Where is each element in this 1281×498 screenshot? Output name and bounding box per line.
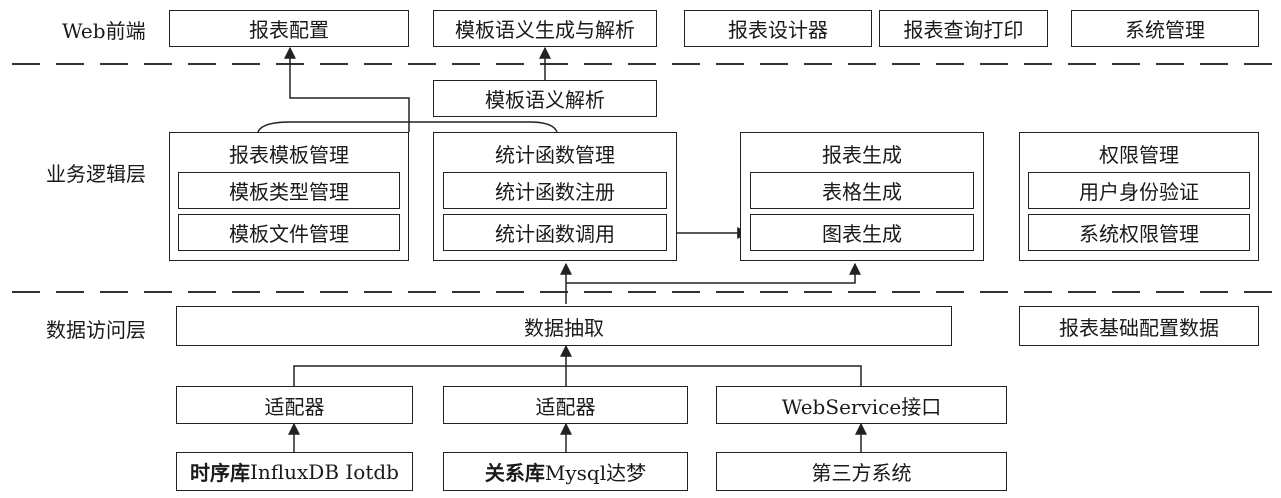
permission-mgmt-title: 权限管理 [1099, 143, 1179, 167]
third-party-system-box: 第三方系统 [716, 452, 1007, 491]
adapter-relational-box: 适配器 [443, 386, 688, 424]
line-adapter1-to-extract [293, 365, 566, 386]
stat-func-call-box: 统计函数调用 [443, 214, 667, 251]
bracket-connector [257, 121, 558, 133]
data-extraction-box: 数据抽取 [176, 306, 952, 346]
table-gen-box: 表格生成 [750, 172, 974, 209]
system-management-box: 系统管理 [1071, 10, 1259, 47]
line-webservice-to-extract [566, 365, 862, 386]
template-mgmt-title: 报表模板管理 [229, 143, 349, 167]
user-auth-box: 用户身份验证 [1028, 172, 1250, 209]
relational-db-names: Mysql达梦 [544, 461, 647, 485]
permission-mgmt-group: 权限管理 用户身份验证 系统权限管理 [1019, 132, 1259, 261]
chart-gen-box: 图表生成 [750, 214, 974, 251]
template-type-mgmt-box: 模板类型管理 [178, 172, 400, 209]
report-query-print-box: 报表查询打印 [879, 10, 1048, 47]
report-gen-group: 报表生成 表格生成 图表生成 [740, 132, 984, 261]
system-permission-box: 系统权限管理 [1028, 214, 1250, 251]
layer-label-logic: 业务逻辑层 [46, 162, 146, 186]
timeseries-db-prefix: 时序库 [190, 461, 251, 485]
stat-func-register-box: 统计函数注册 [443, 172, 667, 209]
relational-db-prefix: 关系库 [484, 461, 545, 485]
arrow-to-report-gen [566, 262, 861, 284]
stat-func-mgmt-group: 统计函数管理 统计函数注册 统计函数调用 [433, 132, 677, 261]
layer-label-data: 数据访问层 [46, 318, 146, 342]
arrow-to-report-config [284, 46, 410, 132]
report-config-box: 报表配置 [169, 10, 409, 47]
layer-label-web: Web前端 [62, 19, 146, 43]
semantic-parse-box: 模板语义解析 [433, 80, 657, 117]
report-designer-box: 报表设计器 [684, 10, 872, 47]
webservice-interface-box: WebService接口 [716, 386, 1007, 424]
template-mgmt-group: 报表模板管理 模板类型管理 模板文件管理 [169, 132, 409, 261]
semantic-gen-parse-box: 模板语义生成与解析 [433, 10, 657, 47]
stat-func-mgmt-title: 统计函数管理 [495, 143, 615, 167]
adapter-timeseries-box: 适配器 [176, 386, 413, 424]
template-file-mgmt-box: 模板文件管理 [178, 214, 400, 251]
report-gen-title: 报表生成 [822, 143, 902, 167]
timeseries-db-names: InfluxDB Iotdb [250, 459, 399, 484]
report-base-config-data-box: 报表基础配置数据 [1019, 306, 1259, 346]
